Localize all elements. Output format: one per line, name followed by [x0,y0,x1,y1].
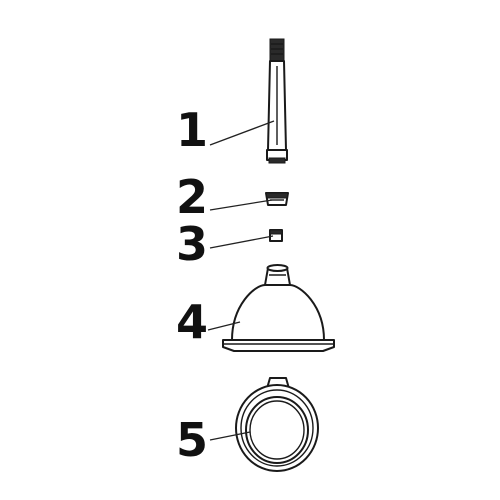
callout-numbers: 1 2 3 4 5 [176,103,208,467]
leader-line-3 [209,235,274,249]
callout-3: 3 [176,217,208,271]
leader-line-1 [209,120,275,146]
leader-line-2 [209,199,273,211]
callout-4: 4 [176,295,208,349]
leader-line-5 [209,431,251,441]
part-4-dome-cover [222,264,335,352]
part-2-upper-bushing [265,192,289,206]
part-5-base-ring [235,377,319,472]
callout-1: 1 [176,103,208,157]
leader-line-4 [207,321,241,331]
callout-2: 2 [176,170,208,224]
part-3-nut [269,229,283,242]
leader-lines [207,120,275,441]
part-1-stem [266,38,288,164]
callout-5: 5 [176,413,208,467]
